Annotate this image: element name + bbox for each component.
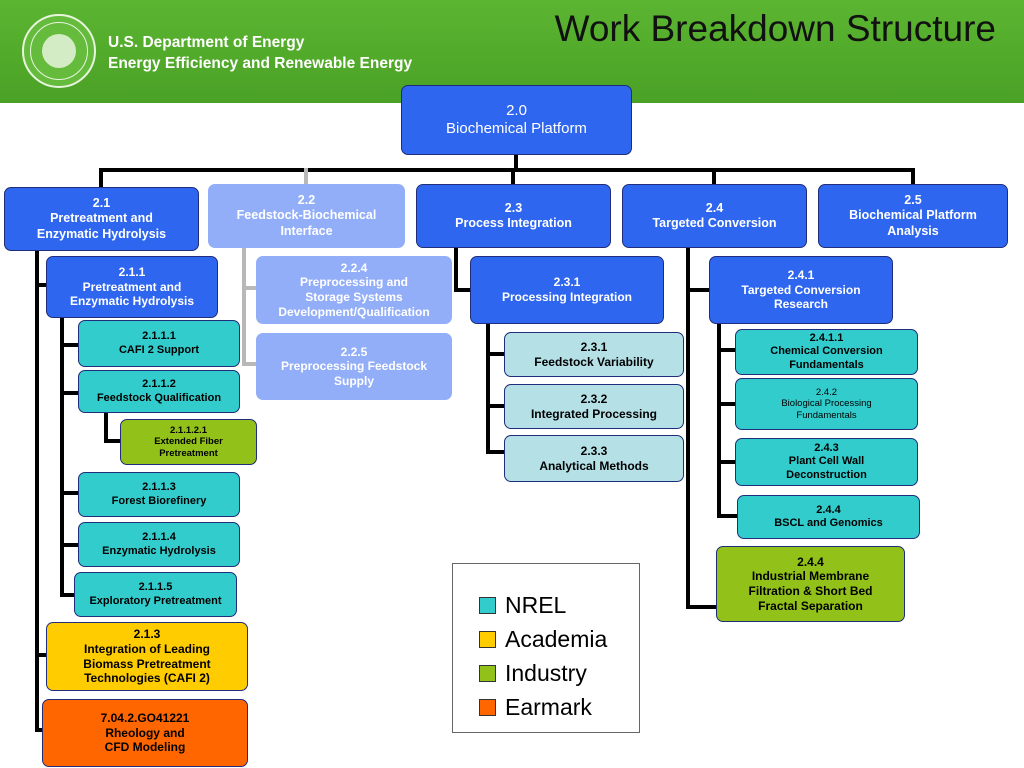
node-2-1-1-3: 2.1.1.3 Forest Biorefinery — [78, 472, 240, 517]
org-subtitle: Energy Efficiency and Renewable Energy — [108, 55, 413, 72]
org-name: U.S. Department of Energy — [108, 34, 305, 51]
node-2-1-1-4: 2.1.1.4 Enzymatic Hydrolysis — [78, 522, 240, 567]
legend-swatch-earmark — [479, 698, 496, 716]
node-2-4-3: 2.4.3 Plant Cell Wall Deconstruction — [735, 438, 918, 486]
node-2-1-1-1: 2.1.1.1 CAFI 2 Support — [78, 320, 240, 367]
node-2-1-1-2-1: 2.1.1.2.1 Extended Fiber Pretreatment — [120, 419, 257, 465]
legend-swatch-industry — [479, 664, 496, 682]
header-bar: U.S. Department of Energy Energy Efficie… — [0, 0, 1024, 103]
legend-item-industry: Industry — [479, 656, 639, 690]
node-2-3-2: 2.3.2 Integrated Processing — [504, 384, 684, 429]
node-2-3: 2.3 Process Integration — [416, 184, 611, 248]
node-2-2-4: 2.2.4 Preprocessing and Storage Systems … — [256, 256, 452, 324]
node-2-2: 2.2 Feedstock-Biochemical Interface — [208, 184, 405, 248]
legend-swatch-nrel — [479, 596, 496, 614]
legend: NREL Academia Industry Earmark — [452, 563, 640, 733]
node-2-3-1-feedstock: 2.3.1 Feedstock Variability — [504, 332, 684, 377]
node-7-04-2: 7.04.2.GO41221 Rheology and CFD Modeling — [42, 699, 248, 767]
node-2-4: 2.4 Targeted Conversion — [622, 184, 807, 248]
node-2-5: 2.5 Biochemical Platform Analysis — [818, 184, 1008, 248]
legend-item-nrel: NREL — [479, 588, 639, 622]
node-2-1-3: 2.1.3 Integration of Leading Biomass Pre… — [46, 622, 248, 691]
node-2-4-1: 2.4.1 Targeted Conversion Research — [709, 256, 893, 324]
node-2-1-1-2: 2.1.1.2 Feedstock Qualification — [78, 370, 240, 413]
page-title: Work Breakdown Structure — [554, 8, 996, 49]
legend-label: Industry — [505, 659, 587, 686]
legend-swatch-academia — [479, 630, 496, 648]
legend-item-academia: Academia — [479, 622, 639, 656]
node-2-2-5: 2.2.5 Preprocessing Feedstock Supply — [256, 333, 452, 400]
legend-label: Academia — [505, 625, 608, 652]
node-2-1-1-5: 2.1.1.5 Exploratory Pretreatment — [74, 572, 237, 617]
legend-item-earmark: Earmark — [479, 690, 639, 724]
node-2-4-4: 2.4.4 BSCL and Genomics — [737, 495, 920, 539]
legend-label: Earmark — [505, 693, 592, 720]
node-2-4-1-1: 2.4.1.1 Chemical Conversion Fundamentals — [735, 329, 918, 375]
node-2-1-1: 2.1.1 Pretreatment and Enzymatic Hydroly… — [46, 256, 218, 318]
node-2-1: 2.1 Pretreatment and Enzymatic Hydrolysi… — [4, 187, 199, 251]
node-2-3-1: 2.3.1 Processing Integration — [470, 256, 664, 324]
node-2-3-3: 2.3.3 Analytical Methods — [504, 435, 684, 482]
legend-label: NREL — [505, 591, 567, 618]
node-2-0: 2.0 Biochemical Platform — [401, 85, 632, 155]
node-2-4-4-membrane: 2.4.4 Industrial Membrane Filtration & S… — [716, 546, 905, 622]
node-2-4-2: 2.4.2 Biological Processing Fundamentals — [735, 378, 918, 430]
doe-seal-icon — [22, 14, 96, 88]
